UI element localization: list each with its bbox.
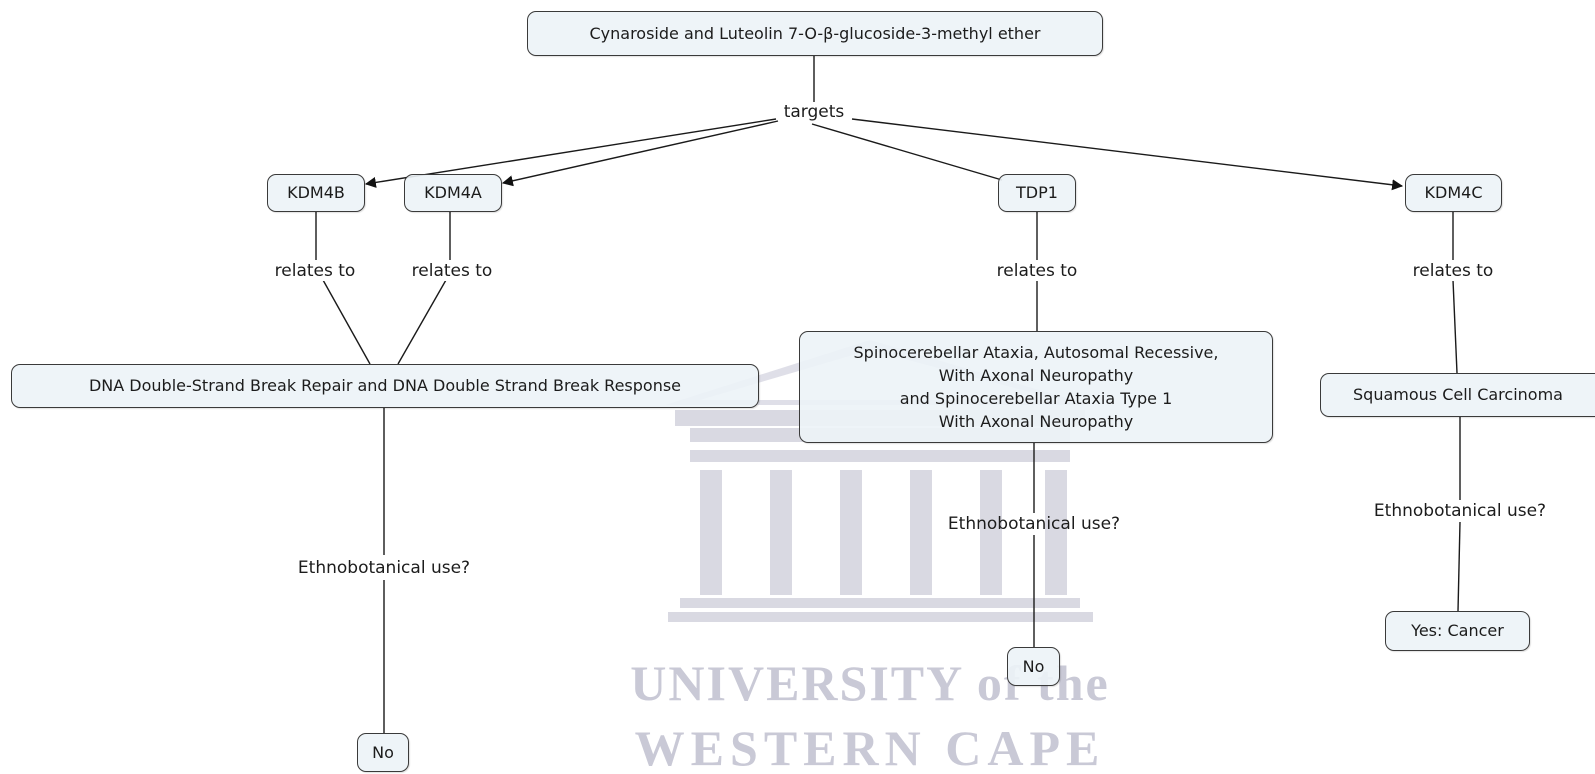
link-targets: targets <box>781 102 847 122</box>
arrow-targets-kdm4c <box>851 118 1404 191</box>
link-ethno-spino: Ethnobotanical use? <box>947 514 1121 534</box>
node-dna-repair[interactable]: DNA Double-Strand Break Repair and DNA D… <box>11 364 759 408</box>
link-relates-kdm4a: relates to <box>409 261 495 281</box>
node-squamous[interactable]: Squamous Cell Carcinoma <box>1320 373 1595 417</box>
link-relates-kdm4c: relates to <box>1410 261 1496 281</box>
wire-targets-tdp1 <box>811 123 1003 181</box>
watermark-line-2: WESTERN CAPE <box>635 720 1106 774</box>
link-relates-kdm4b: relates to <box>272 261 358 281</box>
node-kdm4b[interactable]: KDM4B <box>267 174 365 212</box>
node-compound[interactable]: Cynaroside and Luteolin 7-O-β-glucoside-… <box>527 11 1103 56</box>
arrow-targets-kdm4b <box>364 118 777 188</box>
link-relates-tdp1: relates to <box>994 261 1080 281</box>
node-yes-cancer[interactable]: Yes: Cancer <box>1385 611 1530 651</box>
node-kdm4a[interactable]: KDM4A <box>404 174 502 212</box>
node-no-spino[interactable]: No <box>1007 647 1060 686</box>
node-no-dna[interactable]: No <box>357 733 409 772</box>
link-ethno-dna: Ethnobotanical use? <box>295 558 473 578</box>
node-kdm4c[interactable]: KDM4C <box>1405 174 1502 212</box>
link-ethno-squamous: Ethnobotanical use? <box>1371 501 1549 521</box>
arrow-targets-kdm4a <box>501 120 779 187</box>
node-spinocerebellar[interactable]: Spinocerebellar Ataxia, Autosomal Recess… <box>799 331 1273 443</box>
node-tdp1[interactable]: TDP1 <box>998 174 1076 212</box>
